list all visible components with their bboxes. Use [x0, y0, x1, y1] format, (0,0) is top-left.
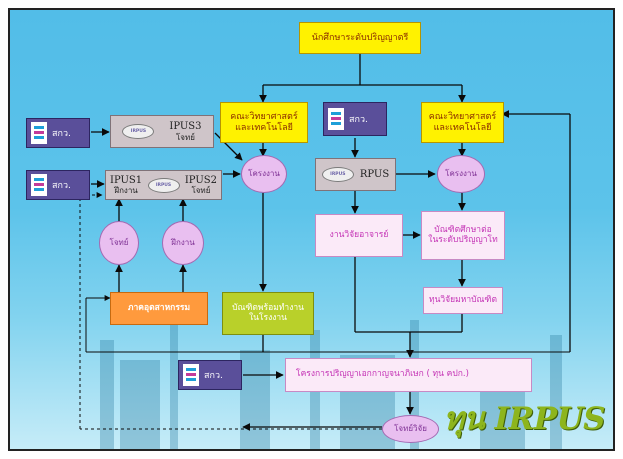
funder-label: สกว.: [349, 115, 368, 125]
rpus-label: RPUS: [359, 168, 390, 180]
brand-logo-text: ทุน IRPUS: [443, 401, 606, 437]
funder-logo-icon: [31, 174, 47, 196]
rpus-box: IRPUS RPUS: [315, 158, 396, 191]
title-label: นักศึกษาระดับปริญญาตรี: [311, 32, 409, 43]
diagram-canvas: นักศึกษาระดับปริญญาตรี คณะวิทยาศาสตร์ แล…: [8, 8, 615, 451]
graduate-work-box: บัณฑิตพร้อมทำงาน ในโรงงาน: [222, 292, 314, 335]
funder-label: สกว.: [204, 371, 223, 381]
project-right-ellipse: โครงงาน: [437, 155, 485, 193]
graduate-work-label: บัณฑิตพร้อมทำงาน ในโรงงาน: [232, 302, 304, 323]
funder-label: สกว.: [52, 181, 71, 191]
grad-continue-box: บัณฑิตศึกษาต่อ ในระดับปริญญาโท: [421, 211, 505, 260]
ipus3-box: IRPUS IPUS3 โจทย์: [110, 115, 214, 148]
grad-fund-box: ทุนวิจัยมหาบัณฑิต: [423, 287, 503, 314]
funder-box-ipus12: สกว.: [26, 170, 90, 200]
research-problem-label: โจทย์วิจัย: [394, 423, 427, 433]
title-box: นักศึกษาระดับปริญญาตรี: [299, 22, 421, 54]
ipus1-name: IPUS1: [110, 174, 143, 186]
industry-box: ภาคอุตสาหกรรม: [110, 292, 208, 325]
connector-lines: [79, 54, 571, 431]
faculty-left-box: คณะวิทยาศาสตร์ และเทคโนโลยี: [220, 102, 308, 143]
training-ellipse: ฝึกงาน: [162, 221, 204, 265]
ipus1-sub: ฝึกงาน: [114, 186, 138, 196]
funder-logo-icon: [31, 122, 47, 144]
problem-ellipse-label: โจทย์: [109, 237, 129, 247]
project-left-ellipse: โครงงาน: [241, 155, 287, 193]
irpus-logo-icon: IRPUS: [147, 177, 180, 193]
industry-label: ภาคอุตสาหกรรม: [127, 302, 191, 313]
funder-box-ipus3: สกว.: [26, 118, 90, 148]
grad-fund-label: ทุนวิจัยมหาบัณฑิต: [429, 294, 497, 305]
ipus2-sub: โจทย์: [191, 186, 211, 196]
ipus2-name: IPUS2: [184, 174, 217, 186]
research-problem-ellipse: โจทย์วิจัย: [382, 415, 439, 443]
irpus-logo-icon: IRPUS: [321, 167, 354, 182]
program-box: โครงการปริญญาเอกกาญจนาภิเษก ( ทุน คปก.): [285, 358, 532, 392]
ipus3-sub: โจทย์: [175, 132, 195, 142]
project-right-label: โครงงาน: [445, 168, 477, 178]
ipus3-name: IPUS3: [169, 121, 202, 133]
funder-box-rpus: สกว.: [323, 102, 387, 136]
research-prof-box: งานวิจัยอาจารย์: [315, 214, 403, 257]
ipus12-box: IPUS1 ฝึกงาน IRPUS IPUS2 โจทย์: [105, 170, 222, 200]
faculty-right-box: คณะวิทยาศาสตร์ และเทคโนโลยี: [421, 102, 504, 143]
problem-ellipse: โจทย์: [99, 221, 139, 265]
program-label: โครงการปริญญาเอกกาญจนาภิเษก ( ทุน คปก.): [296, 369, 469, 380]
funder-logo-icon: [183, 364, 199, 386]
faculty-left-label: คณะวิทยาศาสตร์ และเทคโนโลยี: [230, 112, 298, 133]
funder-logo-icon: [328, 108, 344, 130]
grad-continue-label: บัณฑิตศึกษาต่อ ในระดับปริญญาโท: [428, 224, 498, 245]
funder-box-program: สกว.: [178, 360, 242, 390]
irpus-logo-icon: IRPUS: [122, 124, 155, 139]
faculty-right-label: คณะวิทยาศาสตร์ และเทคโนโลยี: [428, 112, 497, 133]
project-left-label: โครงงาน: [248, 168, 280, 178]
research-prof-label: งานวิจัยอาจารย์: [329, 229, 389, 240]
funder-label: สกว.: [52, 129, 71, 139]
training-ellipse-label: ฝึกงาน: [171, 237, 195, 247]
